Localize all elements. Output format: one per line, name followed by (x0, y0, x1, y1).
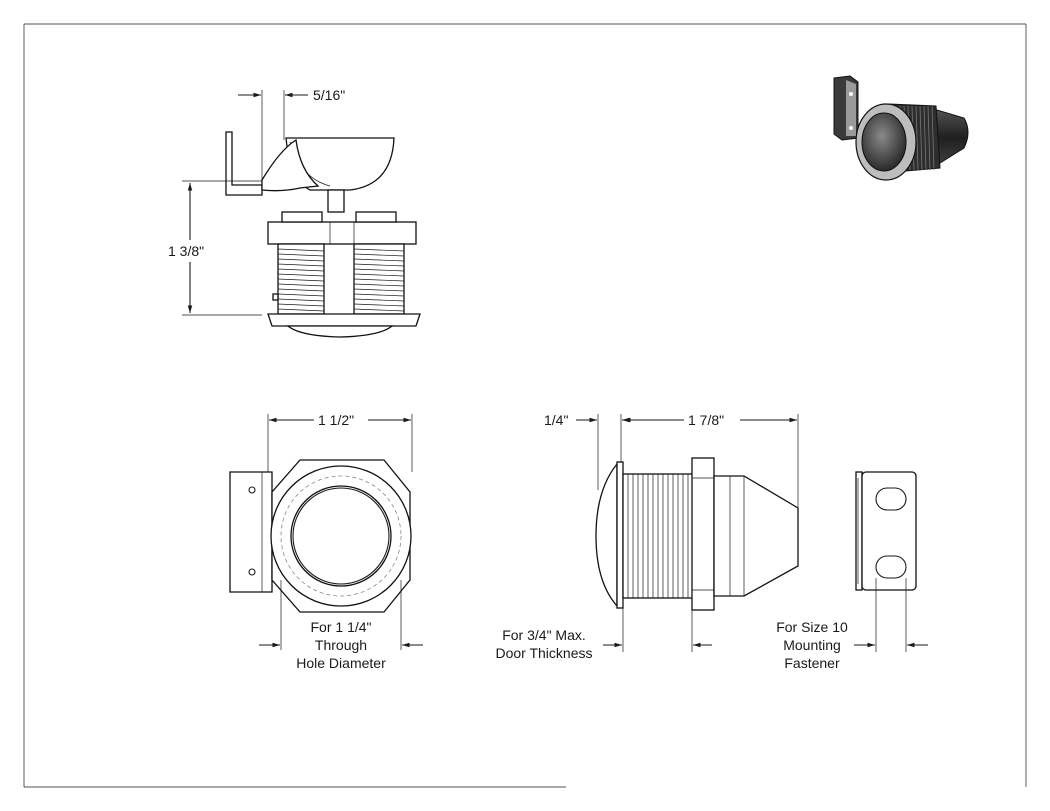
thread-line (277, 273, 325, 277)
thread-line (353, 283, 405, 287)
dim-door-thickness: For 3/4" Max. Door Thickness (495, 598, 712, 661)
dim-label-flange: 1/4" (544, 412, 568, 428)
thread-line (353, 298, 405, 302)
thread-line (277, 308, 325, 312)
thread-line (277, 258, 325, 262)
thread-line (277, 303, 325, 307)
thread-line (277, 278, 325, 282)
thread-line (353, 253, 405, 257)
thread-line (277, 283, 325, 287)
note-hole-line3: Hole Diameter (296, 655, 386, 671)
dim-hole-diameter: For 1 1/4" Through Hole Diameter (259, 580, 423, 671)
thread-line (919, 105, 923, 171)
thread-line (277, 263, 325, 267)
dim-flange-thickness: 1/4" (544, 412, 642, 490)
thread-line (277, 293, 325, 297)
front-view (229, 459, 412, 613)
bracket-view (855, 471, 917, 591)
note-fastener-line1: For Size 10 (776, 619, 848, 635)
note-door-line2: Door Thickness (495, 645, 592, 661)
note-door-line1: For 3/4" Max. (502, 627, 586, 643)
thread-line (277, 288, 325, 292)
thread-line (931, 105, 935, 171)
dim-length: 1 7/8" (623, 412, 799, 508)
thread-line (353, 258, 405, 262)
note-hole-line2: Through (315, 637, 367, 653)
thread-line (353, 268, 405, 272)
dim-height: 1 3/8" (168, 180, 262, 316)
dim-fastener: For Size 10 Mounting Fastener (776, 578, 928, 671)
thread-line (923, 105, 927, 171)
thread-line (927, 105, 931, 171)
thread-line (353, 263, 405, 267)
note-fastener-line2: Mounting (783, 637, 841, 653)
thread-line (277, 268, 325, 272)
thread-line (353, 303, 405, 307)
product-render (833, 75, 969, 181)
dim-width: 1 1/2" (267, 412, 413, 472)
thread-line (353, 273, 405, 277)
thread-line (277, 248, 325, 252)
thread-line (277, 298, 325, 302)
profile-view (595, 457, 799, 611)
thread-line (353, 308, 405, 312)
thread-line (915, 105, 919, 171)
thread-line (277, 253, 325, 257)
thread-line (353, 278, 405, 282)
sheet-border (23, 23, 1027, 788)
dim-label-width: 1 1/2" (318, 412, 354, 428)
thread-line (353, 293, 405, 297)
side-view-latch (225, 131, 421, 338)
note-fastener-line3: Fastener (784, 655, 840, 671)
dim-label-length: 1 7/8" (688, 412, 724, 428)
note-hole-line1: For 1 1/4" (311, 619, 372, 635)
dim-top-offset: 5/16" (238, 87, 345, 180)
dim-label-height: 1 3/8" (168, 243, 204, 259)
thread-line (353, 248, 405, 252)
thread-line (353, 288, 405, 292)
dim-label-top-offset: 5/16" (313, 87, 345, 103)
